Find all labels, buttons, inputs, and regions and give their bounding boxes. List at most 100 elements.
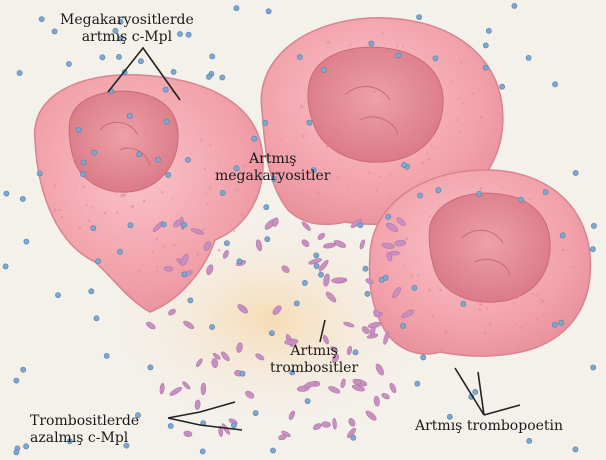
granule-dot	[544, 227, 547, 230]
thrombopoietin-dot	[351, 435, 356, 440]
granule-dot	[172, 197, 174, 199]
label-increased-thrombocytes: Artmış trombositler	[270, 343, 358, 377]
granule-dot	[450, 81, 452, 83]
granule-dot	[451, 207, 453, 209]
granule-dot	[103, 212, 106, 215]
granule-dot	[137, 270, 140, 273]
thrombopoietin-dot	[94, 316, 99, 321]
granule-dot	[280, 140, 282, 142]
thrombopoietin-dot	[386, 214, 391, 219]
thrombopoietin-dot	[270, 448, 275, 453]
granule-dot	[484, 332, 487, 335]
thrombopoietin-dot	[518, 197, 523, 202]
granule-dot	[202, 228, 204, 230]
granule-dot	[427, 74, 429, 76]
thrombopoietin-dot	[14, 450, 19, 455]
granule-dot	[82, 185, 85, 188]
granule-dot	[134, 161, 136, 163]
granule-dot	[491, 264, 493, 266]
granule-dot	[206, 203, 208, 205]
granule-dot	[535, 295, 537, 297]
thrombopoietin-dot	[237, 259, 242, 264]
granule-dot	[480, 116, 483, 119]
thrombopoietin-dot	[379, 277, 384, 282]
thrombopoietin-dot	[240, 371, 245, 376]
thrombopoietin-dot	[253, 411, 258, 416]
thrombopoietin-dot	[486, 28, 491, 33]
label-line-2: azalmış c-Mpl	[30, 430, 139, 447]
granule-dot	[344, 102, 347, 105]
granule-dot	[78, 227, 81, 230]
granule-dot	[402, 46, 404, 48]
label-thrombocyte-mpl-decreased: Trombositlerde azalmış c-Mpl	[30, 413, 139, 447]
granule-dot	[155, 238, 158, 241]
granule-dot	[131, 205, 134, 208]
granule-dot	[546, 303, 548, 305]
granule-dot	[375, 58, 377, 60]
thrombopoietin-dot	[24, 239, 29, 244]
thrombopoietin-dot	[81, 172, 86, 177]
granule-dot	[196, 253, 199, 256]
granule-dot	[483, 263, 485, 265]
granule-dot	[527, 204, 530, 207]
platelet	[395, 240, 406, 247]
thrombopoietin-dot	[92, 150, 97, 155]
granule-dot	[504, 300, 506, 302]
granule-dot	[74, 189, 76, 191]
granule-dot	[204, 168, 206, 170]
thrombopoietin-dot	[421, 355, 426, 360]
granule-dot	[519, 268, 521, 270]
granule-dot	[326, 121, 329, 124]
leader-line-tpo	[455, 368, 520, 415]
granule-dot	[528, 260, 530, 262]
granule-dot	[124, 137, 126, 139]
thrombopoietin-dot	[500, 84, 505, 89]
thrombopoietin-dot	[560, 233, 565, 238]
granule-dot	[490, 236, 492, 238]
granule-dot	[114, 190, 117, 193]
granule-dot	[382, 123, 385, 126]
thrombopoietin-dot	[365, 291, 370, 296]
thrombopoietin-dot	[37, 171, 42, 176]
granule-dot	[479, 308, 482, 311]
thrombopoietin-dot	[166, 172, 171, 177]
granule-dot	[514, 323, 516, 325]
granule-dot	[536, 229, 538, 231]
platelet	[347, 417, 356, 427]
granule-dot	[126, 185, 128, 187]
granule-dot	[133, 106, 135, 108]
granule-dot	[410, 274, 413, 277]
granule-dot	[54, 209, 57, 212]
thrombopoietin-dot	[52, 29, 57, 34]
granule-dot	[532, 293, 534, 295]
granule-dot	[325, 129, 328, 132]
label-line-1: Trombositlerde	[30, 413, 139, 430]
thrombopoietin-dot	[473, 389, 478, 394]
granule-dot	[514, 291, 516, 293]
granule-dot	[341, 50, 343, 52]
granule-dot	[209, 186, 212, 189]
granule-dot	[332, 101, 335, 104]
thrombopoietin-dot	[318, 272, 323, 277]
thrombopoietin-dot	[168, 423, 173, 428]
granule-dot	[539, 298, 541, 300]
thrombopoietin-dot	[415, 381, 420, 386]
label-megakaryocyte-mpl-increased: Megakaryositlerde artmış c-Mpl	[60, 12, 194, 46]
granule-dot	[567, 249, 569, 251]
granule-dot	[157, 266, 159, 268]
thrombopoietin-dot	[591, 365, 596, 370]
thrombopoietin-dot	[138, 59, 143, 64]
thrombopoietin-dot	[89, 289, 94, 294]
granule-dot	[128, 154, 130, 156]
granule-dot	[123, 194, 126, 197]
granule-dot	[466, 121, 468, 123]
granule-dot	[54, 184, 57, 187]
granule-dot	[379, 176, 381, 178]
thrombopoietin-dot	[294, 301, 299, 306]
granule-dot	[350, 44, 352, 46]
thrombopoietin-dot	[263, 120, 268, 125]
thrombopoietin-dot	[526, 55, 531, 60]
thrombopoietin-dot	[171, 69, 176, 74]
thrombopoietin-dot	[24, 444, 29, 449]
